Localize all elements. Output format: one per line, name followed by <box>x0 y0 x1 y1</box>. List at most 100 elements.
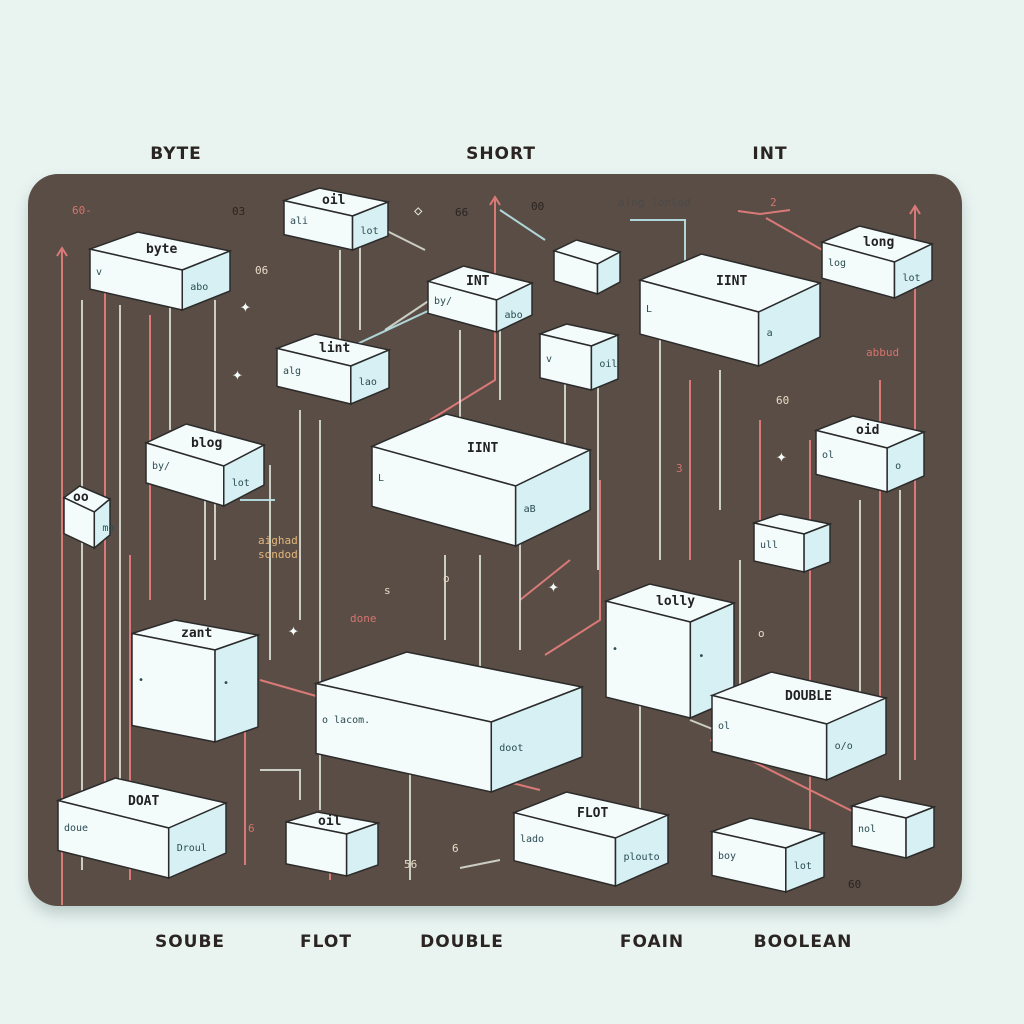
note-03: 03 <box>232 205 246 218</box>
sparkle-icon: ✦ <box>240 296 251 317</box>
note-66: 66 <box>455 206 469 219</box>
block-title: byte <box>146 242 178 257</box>
right-small-block: ull <box>751 502 850 574</box>
note-00: 00 <box>531 200 545 213</box>
block-title: IINT <box>716 274 748 289</box>
block-title: DOAT <box>128 794 160 809</box>
diamond-icon: ◇ <box>414 203 423 219</box>
block-side-label: Droul <box>176 843 207 854</box>
note-60-right: 60 <box>776 394 790 407</box>
double-block: DOUBLE ol o/o <box>709 652 918 782</box>
note-o-right: o <box>758 627 765 640</box>
block-side-label: log <box>828 258 847 270</box>
blog-block: blog by/lot <box>143 408 290 508</box>
block-side-label: a <box>766 328 773 340</box>
header-int: INT <box>752 144 788 164</box>
block-title: IINT <box>467 441 499 456</box>
lint-block: lint alg lao <box>274 318 413 406</box>
block-title: oil <box>318 814 342 829</box>
sparkle-icon: ✦ <box>776 446 787 467</box>
long-block: long log lot <box>819 210 958 300</box>
footer-boolean: BOOLEAN <box>753 932 853 952</box>
footer-soube: SOUBE <box>154 932 226 952</box>
sparkle-icon: ✦ <box>548 576 559 597</box>
block-side-label: ali <box>290 215 309 227</box>
block-side-label: oil <box>599 359 618 371</box>
flot-block: FLOT lado plouto <box>511 772 698 888</box>
sparkle-icon: ✦ <box>232 364 243 385</box>
block-side-label: alg <box>283 365 302 377</box>
block-side-label: • <box>138 674 145 686</box>
block-side-label: v <box>96 267 103 279</box>
block-side-label: • <box>223 677 230 689</box>
note-56: 56 <box>404 858 418 871</box>
note-6-bottom: 6 <box>248 822 255 835</box>
header-byte: BYTE <box>150 144 202 164</box>
small-b-block: v oil <box>537 312 638 392</box>
block-side-label: plouto <box>623 852 660 864</box>
note-abbud: abbud <box>866 346 900 359</box>
block-side-label: lot <box>902 272 921 284</box>
block-side-label: abo <box>504 309 523 321</box>
note-2: 2 <box>770 196 777 209</box>
note-60-bottom: 60 <box>848 878 862 891</box>
block-side-label: nol <box>858 823 877 835</box>
note-3-right: 3 <box>676 462 683 475</box>
block-title: lolly <box>656 594 696 609</box>
block-title: INT <box>466 274 490 289</box>
block-side-label: L <box>646 304 653 316</box>
block-side-label: ull <box>760 540 779 552</box>
block-side-label: mo <box>102 522 115 534</box>
block-side-label: lot <box>793 861 812 873</box>
block-side-label: • <box>698 650 705 662</box>
block-side-label: v <box>546 353 553 365</box>
block-side-label: by/ <box>434 295 453 307</box>
block-side-label: ol <box>718 720 731 732</box>
block-side-label: doue <box>64 823 89 834</box>
block-side-label: lot <box>231 478 250 489</box>
small-bottom-block: oil <box>284 798 400 878</box>
flat-center-block: o lacom. doot <box>313 624 620 794</box>
note-alng: alng lonlod <box>618 196 691 209</box>
block-title: long <box>863 235 895 250</box>
block-side-label: lot <box>360 226 379 238</box>
block-title: DOUBLE <box>785 689 832 704</box>
note-signed: aighad sondod <box>258 534 298 561</box>
block-side-label: o <box>895 461 902 473</box>
left-tiny-block: oo mo <box>62 474 128 550</box>
note-6-mid: 6 <box>452 842 459 855</box>
note-o-mid: o <box>443 572 450 585</box>
block-title: oid <box>856 423 880 438</box>
block-side-label: doot <box>499 743 524 754</box>
footer-flot: FLOT <box>300 932 352 952</box>
block-side-label: lao <box>358 377 377 389</box>
block-title: oo <box>73 490 89 505</box>
note-60-left: 60- <box>72 204 92 217</box>
block-side-label: o lacom. <box>322 715 371 726</box>
block-side-label: o/o <box>834 740 853 752</box>
block-title: zant <box>181 626 213 641</box>
header-short: SHORT <box>466 144 536 164</box>
note-s: s <box>384 584 391 597</box>
right-mid-block: oid ol o <box>813 400 950 494</box>
block-side-label: abo <box>190 282 209 293</box>
sparkle-icon: ✦ <box>288 620 299 641</box>
tiny-block <box>551 228 640 296</box>
block-side-label: • <box>612 644 619 656</box>
small-br-block: nol <box>849 784 954 860</box>
cube-right-block: lolly • • <box>603 562 760 720</box>
footer-double: DOUBLE <box>420 932 504 952</box>
block-side-label: lado <box>520 834 545 846</box>
block-title: FLOT <box>577 806 609 821</box>
block-side-label: ol <box>822 450 835 462</box>
block-side-label: by/ <box>152 460 171 472</box>
cube-left-block: zant • • <box>130 598 290 744</box>
footer-foain: FOAIN <box>619 932 685 952</box>
block-title: lint <box>319 341 351 356</box>
block-title: blog <box>191 436 223 451</box>
